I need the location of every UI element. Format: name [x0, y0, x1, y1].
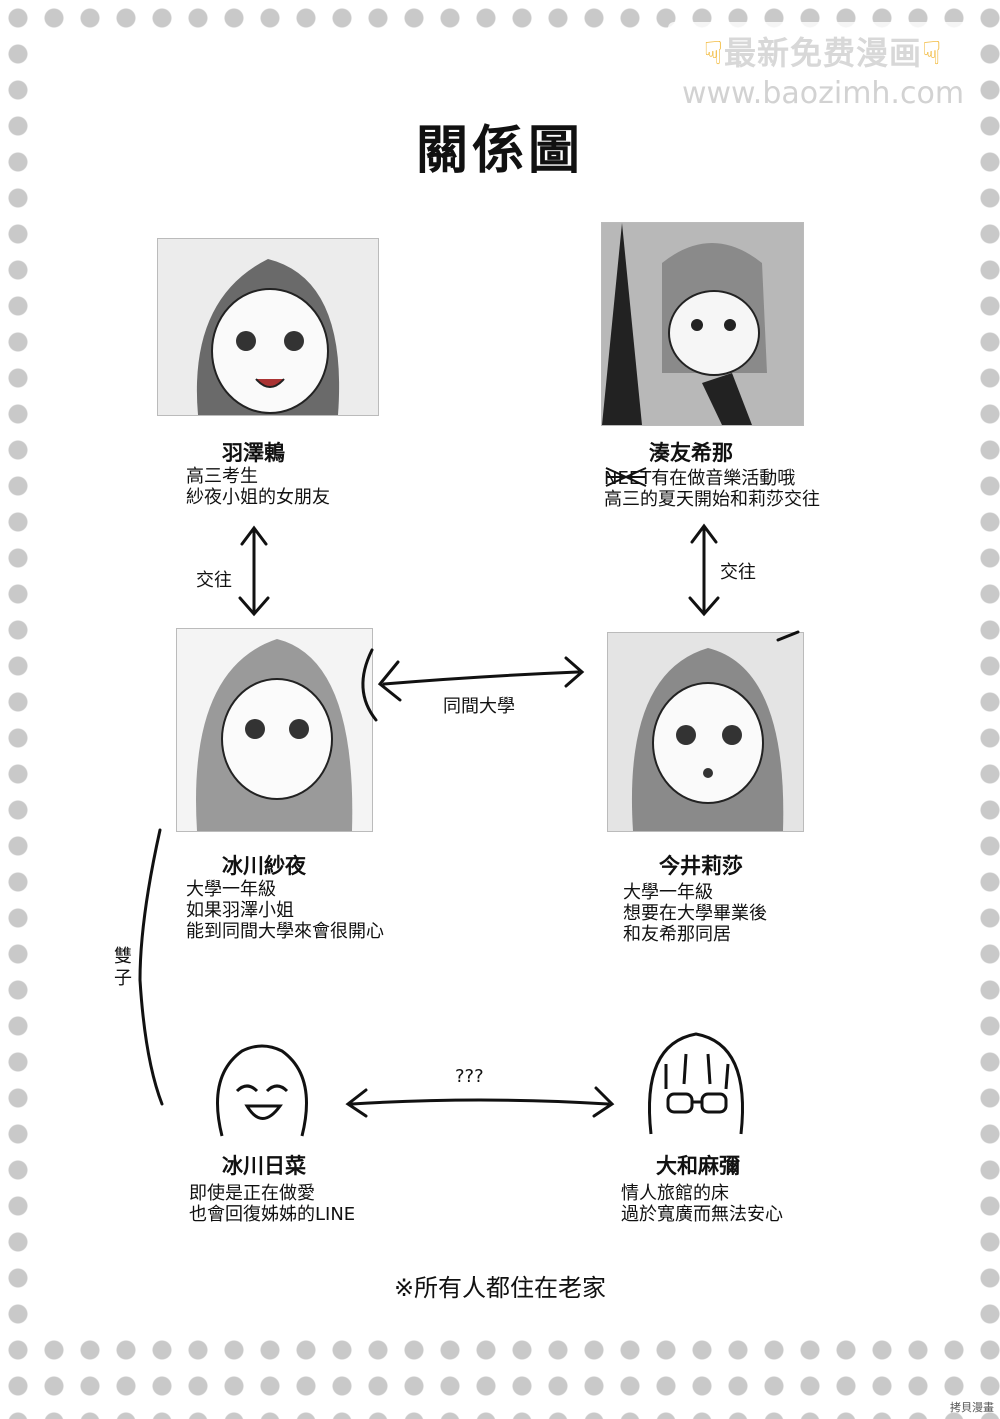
desc-maya: 情人旅館的床 過於寬廣而無法安心 — [621, 1183, 783, 1225]
name-lisa: 今井莉莎 — [659, 854, 743, 878]
double-arrow-right — [688, 523, 720, 617]
desc-line: 情人旅館的床 — [621, 1183, 729, 1204]
double-arrow-unknown — [345, 1086, 615, 1118]
desc-line: 有在做音樂活動哦 — [651, 468, 796, 489]
watermark-url: www.baozimh.com — [681, 76, 965, 111]
relation-label-university: 同間大學 — [443, 696, 515, 717]
scribble-strike-icon — [605, 467, 647, 487]
desc-line: 高三的夏天開始和莉莎交往 — [604, 489, 820, 510]
name-maya: 大和麻彌 — [656, 1154, 740, 1178]
desc-line: 紗夜小姐的女朋友 — [186, 487, 330, 508]
double-arrow-university — [377, 656, 585, 702]
desc-yukina: NEET有在做音樂活動哦 高三的夏天開始和莉莎交往 — [604, 467, 820, 510]
desc-lisa: 大學一年級 想要在大學畢業後 和友希那同居 — [623, 882, 767, 945]
twins-bracket — [138, 828, 164, 1106]
sketch-hina — [202, 1036, 322, 1146]
relation-label-twins: 雙子 — [114, 946, 132, 989]
mark-lisa — [776, 630, 800, 642]
footer-note: ※所有人都住在老家 — [393, 1274, 607, 1302]
desc-line: 高三考生 — [186, 466, 258, 487]
double-arrow-left — [238, 525, 270, 617]
watermark-text: 最新免费漫画 — [723, 34, 922, 72]
desc-line: 過於寬廣而無法安心 — [621, 1204, 783, 1225]
struck-text: NEET — [604, 467, 651, 489]
desc-line: 和友希那同居 — [623, 924, 731, 945]
desc-tsugumi: 高三考生 紗夜小姐的女朋友 — [186, 466, 330, 508]
desc-line: 如果羽澤小姐 — [186, 900, 294, 921]
corner-credit: 拷貝漫畫 — [950, 1401, 994, 1414]
name-sayo: 冰川紗夜 — [222, 854, 306, 878]
name-tsugumi: 羽澤鶇 — [222, 441, 285, 465]
portrait-yukina — [601, 222, 804, 426]
portrait-tsugumi — [157, 238, 379, 416]
desc-hina: 即使是正在做愛 也會回復姊姊的LINE — [189, 1183, 355, 1225]
desc-sayo: 大學一年級 如果羽澤小姐 能到同間大學來會很開心 — [186, 879, 384, 942]
relation-label-unknown: ??? — [455, 1066, 484, 1087]
desc-line: 也會回復姊姊的LINE — [189, 1204, 356, 1225]
portrait-lisa — [607, 632, 804, 832]
name-hina: 冰川日菜 — [222, 1154, 306, 1178]
sketch-maya — [636, 1024, 756, 1144]
desc-line: 能到同間大學來會很開心 — [186, 921, 384, 942]
pointing-hand-icon: ☟ — [922, 34, 943, 72]
name-yukina: 湊友希那 — [649, 441, 733, 465]
relation-label-right: 交往 — [720, 562, 756, 583]
pointing-hand-icon: ☟ — [703, 34, 724, 72]
page-title: 關係圖 — [415, 121, 584, 181]
relation-label-left: 交往 — [196, 570, 232, 591]
desc-line: 即使是正在做愛 — [189, 1183, 315, 1204]
desc-line: 大學一年級 — [623, 882, 713, 903]
portrait-sayo — [176, 628, 373, 832]
desc-line: 想要在大學畢業後 — [623, 903, 767, 924]
desc-line: 大學一年級 — [186, 879, 276, 900]
watermark: ☟最新免费漫画☟ www.baozimh.com — [668, 22, 978, 111]
bracket-sayo — [361, 648, 378, 722]
